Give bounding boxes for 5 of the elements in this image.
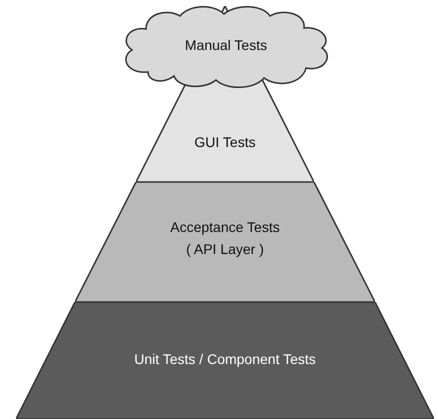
tier-label: Acceptance Tests [170,218,280,237]
tier-label: ( API Layer ) [186,240,264,259]
tier-label: Unit Tests / Component Tests [134,350,316,369]
tier-label: Manual Tests [184,36,268,55]
tier-label: GUI Tests [194,133,256,152]
